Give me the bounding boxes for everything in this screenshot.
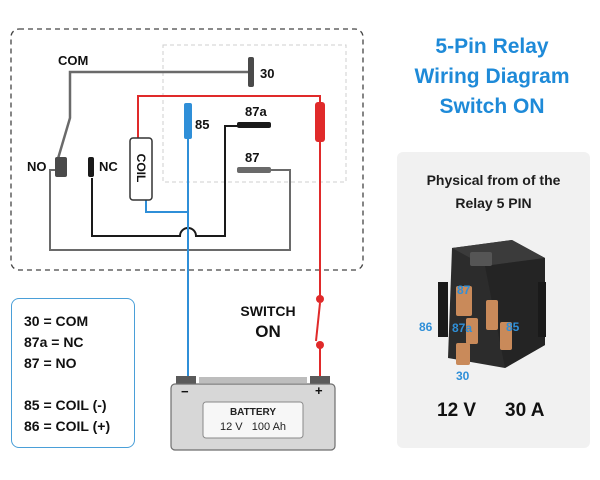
- title-line-2: Wiring Diagram: [414, 65, 570, 88]
- battery-title: BATTERY: [229, 407, 277, 418]
- battery-label-plate: [202, 401, 304, 439]
- title-line-1: 5-Pin Relay: [435, 35, 549, 58]
- red-wire: [137, 95, 321, 382]
- legend-line-87: 87 = NO: [24, 355, 77, 371]
- coil-blue-wire: [145, 118, 189, 213]
- battery-pos-sign: +: [315, 383, 323, 398]
- label-no: NO: [27, 159, 47, 174]
- coil-box: [129, 137, 153, 201]
- spec-voltage: 12 V: [437, 400, 477, 421]
- label-87: 87: [245, 150, 260, 165]
- legend-line-86: 86 = COIL (+): [24, 418, 111, 434]
- switch-terminal-bottom: [316, 341, 324, 349]
- battery-neg-sign: −: [181, 384, 189, 399]
- terminal-30: [248, 57, 254, 87]
- switch-terminal-top: [316, 295, 324, 303]
- legend-line-87a: 87a = NC: [24, 334, 84, 350]
- battery-voltage: 12 V: [219, 421, 243, 433]
- battery-spec: 12 V 100 Ah: [203, 421, 303, 433]
- switch-state: ON: [255, 322, 281, 341]
- phys-label-85: 85: [506, 320, 520, 334]
- physical-relay-image: [438, 240, 546, 368]
- switch-lever: [315, 302, 321, 342]
- switch-label: SWITCH: [240, 303, 296, 319]
- phys-label-87a: 87a: [452, 321, 473, 335]
- physical-title-line-2: Relay 5 PIN: [455, 195, 532, 211]
- terminal-nc: [88, 157, 94, 177]
- pin-legend: 30 = COM 87a = NC 87 = NO 85 = COIL (-) …: [11, 298, 135, 448]
- phys-label-30: 30: [456, 369, 470, 383]
- no-wire: [49, 169, 291, 251]
- terminal-87: [237, 167, 271, 173]
- terminal-86: [315, 102, 325, 142]
- relay-inner-boundary: [162, 44, 347, 183]
- physical-title-line-1: Physical from of the: [426, 172, 561, 188]
- legend-line-30: 30 = COM: [24, 313, 89, 329]
- phys-label-86: 86: [419, 320, 433, 334]
- terminal-no: [55, 157, 67, 177]
- label-com: COM: [58, 53, 89, 68]
- spec-current: 30 A: [505, 400, 545, 421]
- title-line-3: Switch ON: [439, 95, 545, 118]
- label-87a: 87a: [245, 104, 267, 119]
- terminal-87a: [237, 122, 271, 128]
- phys-label-87: 87: [457, 283, 471, 297]
- terminal-85: [184, 103, 192, 139]
- relay-boundary: [10, 28, 364, 271]
- label-30: 30: [260, 66, 275, 81]
- label-coil: COIL: [134, 153, 148, 183]
- label-85: 85: [195, 117, 210, 132]
- battery-capacity: 100 Ah: [251, 421, 287, 433]
- nc-wire: [91, 125, 243, 237]
- com-wire: [55, 70, 250, 163]
- label-nc: NC: [99, 159, 118, 174]
- blue-cross: [188, 212, 196, 241]
- legend-line-85: 85 = COIL (-): [24, 397, 107, 413]
- battery-top-ridge: [199, 377, 307, 383]
